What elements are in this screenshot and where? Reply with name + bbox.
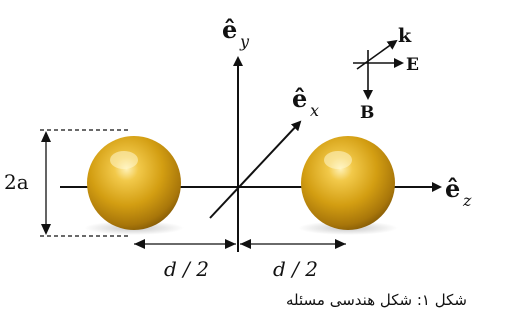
svg-text:y: y	[239, 32, 250, 51]
svg-text:ê: ê	[445, 174, 460, 203]
right-sphere	[301, 136, 395, 230]
svg-text:ê: ê	[222, 15, 237, 44]
figure-caption: شکل ۱: شکل هندسی مسئله	[286, 291, 467, 309]
left-sphere	[87, 136, 181, 230]
b-vector-label: B	[360, 103, 374, 123]
diameter-arrow-up	[41, 131, 51, 142]
y-axis-label: ê y	[222, 15, 250, 51]
spacing-right-arrow-b	[335, 239, 346, 249]
spacing-label-right: d / 2	[273, 257, 318, 281]
diameter-label: 2a	[4, 170, 29, 194]
right-sphere-highlight	[324, 151, 352, 169]
diameter-arrow-down	[41, 224, 51, 235]
spacing-right-arrow-a	[240, 239, 251, 249]
k-vector-arrow	[356, 39, 398, 70]
spacing-left-arrow-a	[134, 239, 145, 249]
svg-text:z: z	[462, 191, 472, 210]
spacing-label-left: d / 2	[164, 257, 209, 281]
k-vector-label: k	[398, 25, 412, 47]
e-vector-label: E	[406, 55, 419, 75]
spacing-left-arrow-b	[225, 239, 236, 249]
x-axis	[209, 120, 302, 219]
x-axis-label: ê x	[292, 84, 319, 120]
left-sphere-highlight	[110, 151, 138, 169]
svg-text:x: x	[310, 101, 319, 120]
svg-text:ê: ê	[292, 84, 307, 113]
z-axis-label: ê z	[445, 174, 472, 210]
